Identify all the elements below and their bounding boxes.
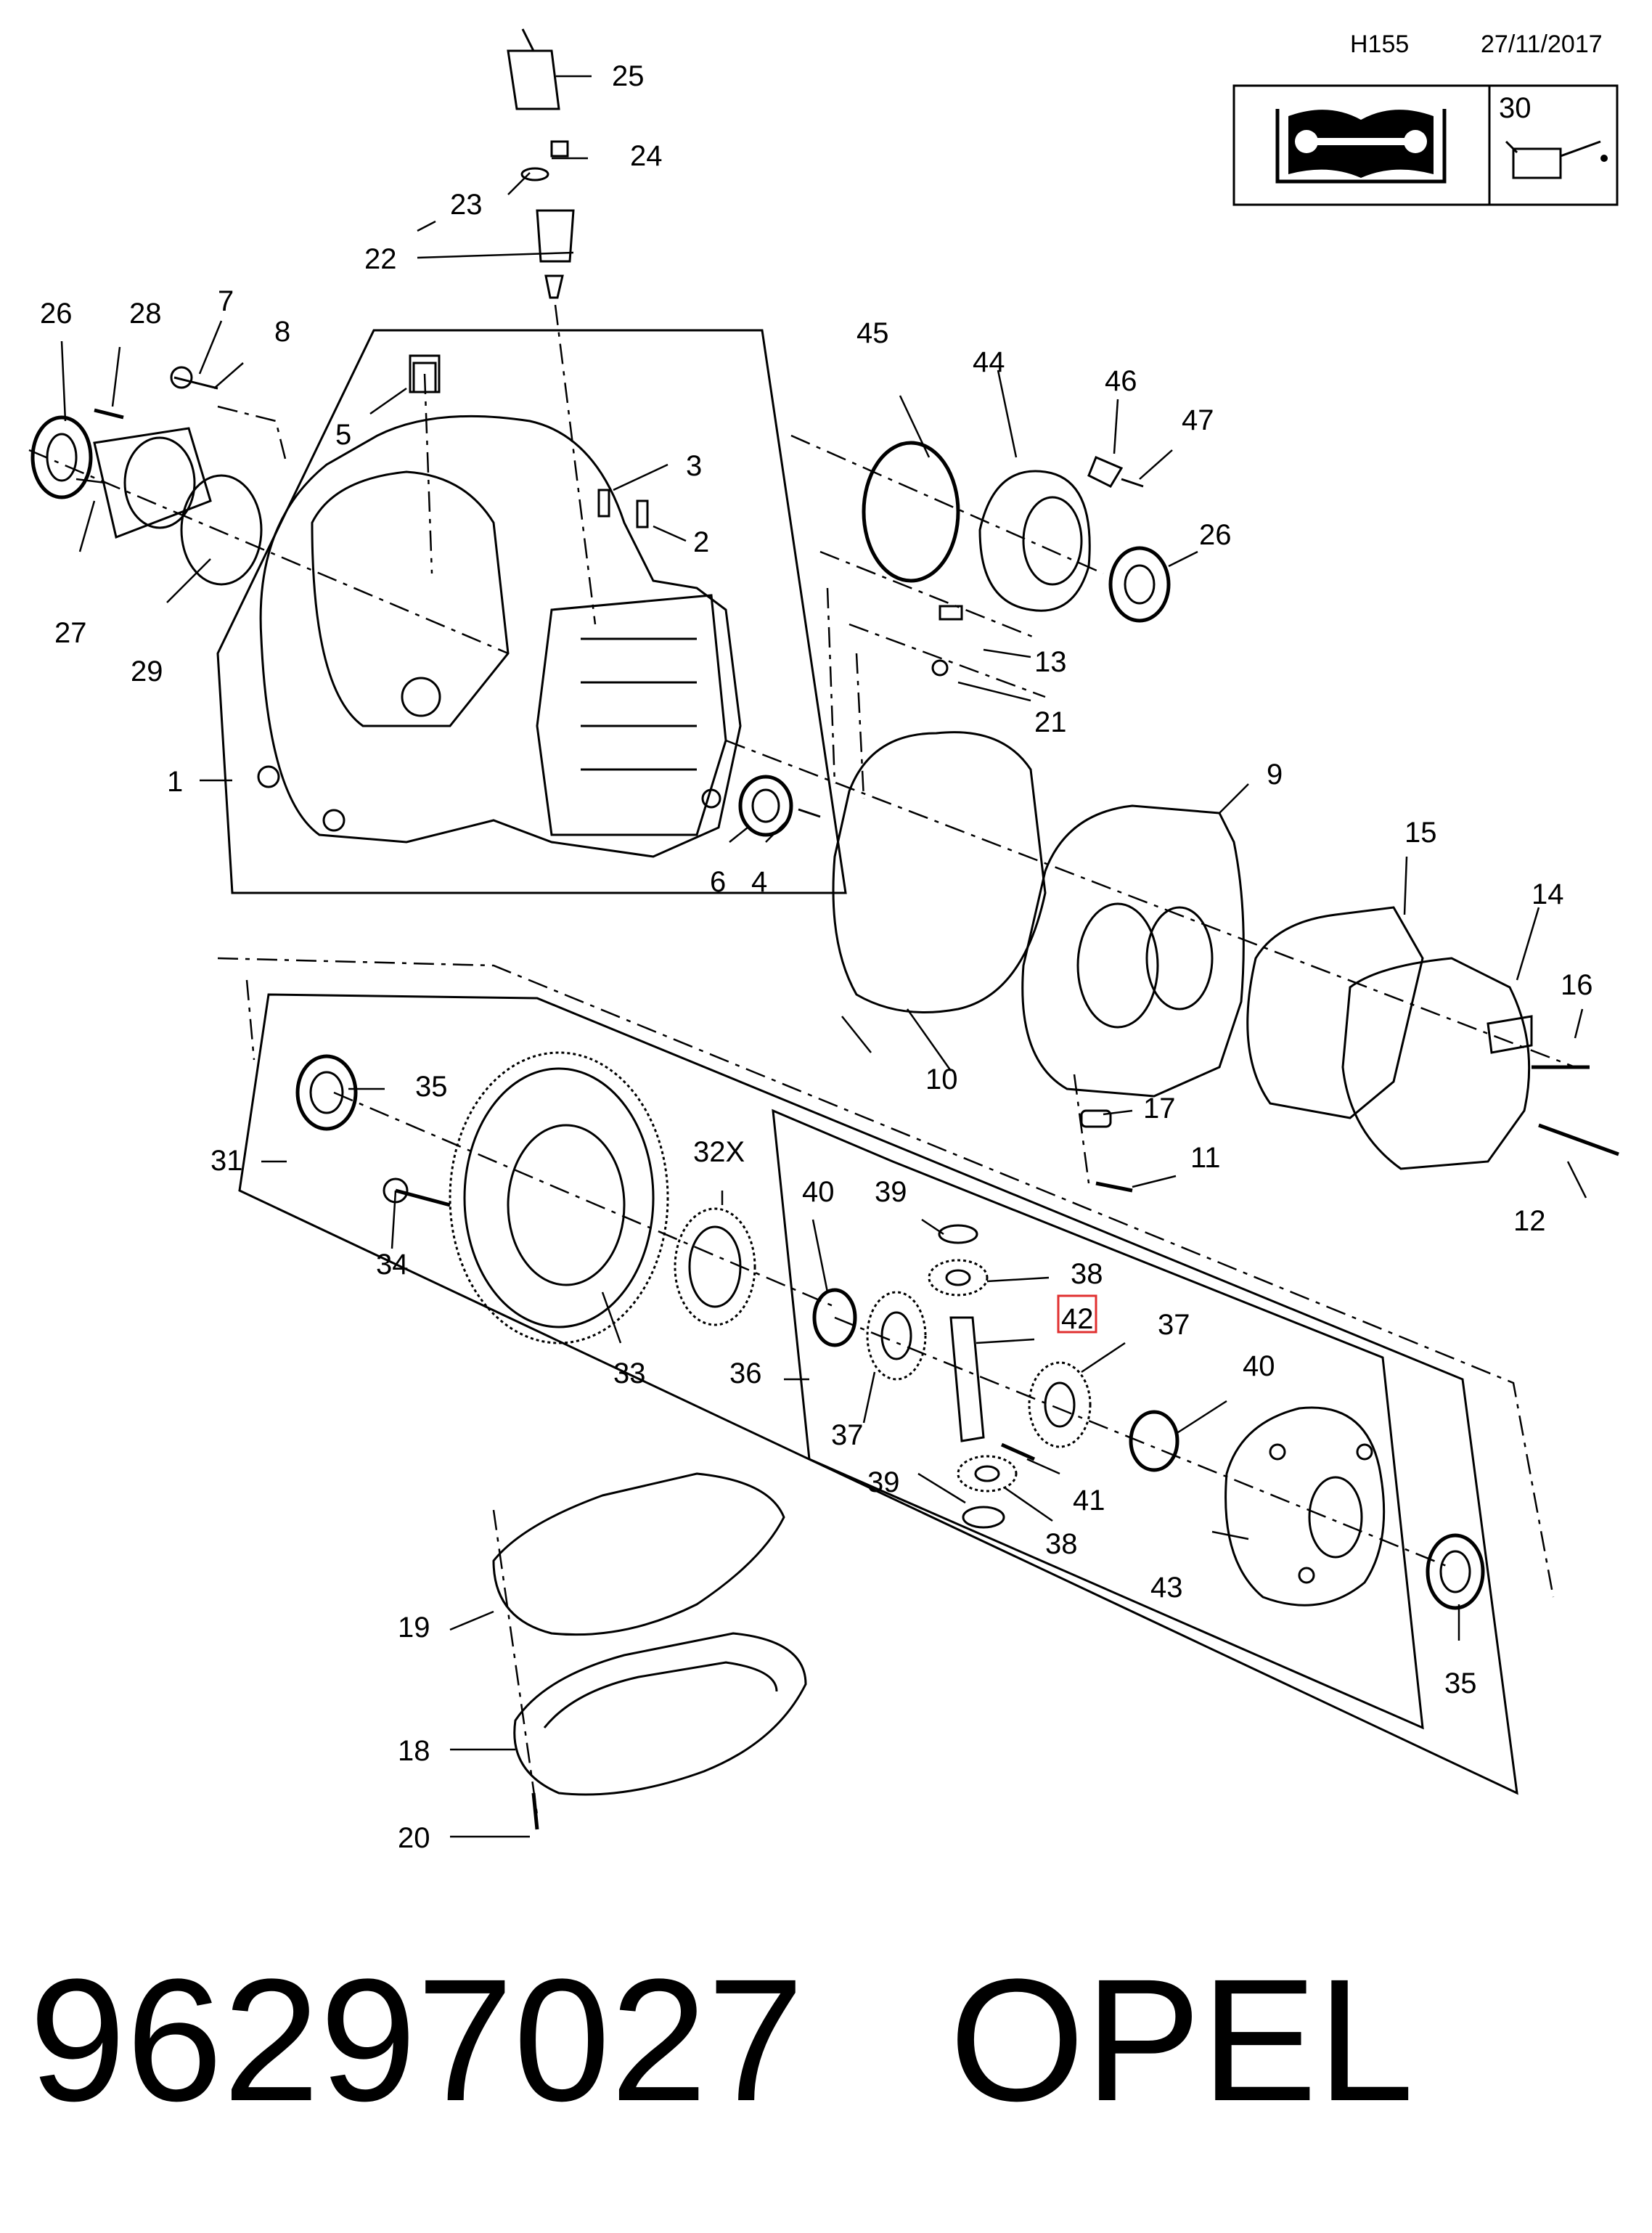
callout-29: 29 (131, 656, 163, 687)
gear-38-top (928, 1259, 989, 1297)
callout-35-left: 35 (415, 1071, 448, 1103)
callout-39-top: 39 (875, 1176, 907, 1208)
callout-9: 9 (1267, 759, 1283, 791)
callout-38-bottom: 38 (1045, 1528, 1078, 1560)
intermediate-case-9 (1021, 804, 1245, 1098)
diagram-date: 27/11/2017 (1481, 30, 1603, 58)
dowel-pin-3 (597, 489, 610, 518)
synchronizer-group (790, 434, 1171, 799)
callout-6: 6 (710, 866, 726, 898)
callout-2: 2 (693, 526, 709, 558)
callout-17: 17 (1143, 1093, 1176, 1124)
callout-33: 33 (613, 1358, 646, 1389)
callout-34: 34 (376, 1249, 409, 1281)
callout-42: 42 (1061, 1303, 1094, 1335)
bearing-6 (738, 775, 821, 837)
callout-45: 45 (856, 317, 889, 349)
differential-case-43 (1224, 1406, 1386, 1607)
callout-15: 15 (1404, 817, 1437, 849)
callout-40-left: 40 (802, 1176, 835, 1208)
manual-wrench-book-icon (1275, 109, 1447, 184)
callout-7: 7 (218, 285, 234, 317)
callout-28: 28 (129, 298, 162, 330)
left-flange-group (28, 354, 509, 655)
callout-10: 10 (925, 1064, 958, 1095)
callout-14: 14 (1532, 878, 1564, 910)
callout-35-right: 35 (1444, 1667, 1477, 1699)
callout-3: 3 (686, 450, 702, 482)
gasket-10 (832, 731, 1047, 1013)
callout-37-left: 37 (831, 1419, 864, 1451)
end-cover-14 (1341, 957, 1533, 1170)
callout-40-right: 40 (1243, 1350, 1275, 1382)
callout-39-bottom: 39 (867, 1466, 900, 1498)
transmission-housing (257, 362, 742, 858)
callout-1: 1 (167, 766, 183, 798)
callout-41: 41 (1073, 1485, 1105, 1516)
pin-shaft-42 (949, 1316, 985, 1442)
callout-36: 36 (729, 1358, 762, 1389)
callout-19: 19 (398, 1612, 430, 1644)
dowel-pin-2 (636, 499, 649, 528)
callout-12: 12 (1513, 1205, 1546, 1237)
callout-13: 13 (1034, 646, 1067, 678)
callout-31: 31 (210, 1145, 243, 1177)
callout-26-left: 26 (40, 298, 73, 330)
callout-16: 16 (1561, 969, 1593, 1001)
callout-26-right: 26 (1199, 519, 1232, 551)
bolt-34 (395, 1188, 451, 1207)
callout-23: 23 (450, 189, 483, 221)
gear-38-bottom (957, 1455, 1018, 1493)
reference-box: 30 (1232, 84, 1619, 206)
gasket-19 (492, 1472, 785, 1636)
gasket-15 (1246, 906, 1424, 1119)
callout-47: 47 (1182, 404, 1214, 436)
callout-22: 22 (364, 243, 397, 275)
pin-41 (1000, 1442, 1036, 1461)
differential-group-outline (217, 957, 1555, 1795)
callout-27: 27 (54, 617, 87, 649)
oil-can-icon (1505, 140, 1608, 179)
callout-21: 21 (1034, 706, 1067, 738)
callout-37-right: 37 (1158, 1309, 1190, 1341)
diagram-code: H155 (1350, 30, 1409, 58)
callout-46: 46 (1105, 365, 1137, 397)
seal-35-right (1426, 1533, 1485, 1610)
pinion-37-left (866, 1291, 927, 1381)
callout-11: 11 (1190, 1142, 1221, 1174)
leader-lines (60, 75, 1587, 1838)
washer-40-left (812, 1288, 857, 1347)
washer-39-top (938, 1224, 978, 1244)
callout-18: 18 (398, 1735, 430, 1767)
oil-ref-number: 30 (1499, 92, 1532, 124)
differential-internals-outline (772, 1109, 1424, 1730)
callout-24: 24 (630, 140, 663, 172)
callout-38-top: 38 (1071, 1258, 1103, 1290)
speed-sensor-stack (507, 28, 597, 625)
washer-40-right (1129, 1410, 1179, 1472)
callout-4: 4 (751, 866, 767, 898)
highlight-part-42 (1057, 1294, 1097, 1334)
callout-20: 20 (398, 1822, 430, 1854)
plug-17 (1080, 1109, 1112, 1128)
seal-35-left (295, 1054, 358, 1131)
pinion-37-right (1028, 1361, 1092, 1448)
bolt-11 (1095, 1181, 1133, 1193)
callout-25: 25 (612, 60, 645, 92)
washer-39-bottom (962, 1506, 1005, 1529)
callout-43: 43 (1150, 1572, 1183, 1604)
cover-18 (513, 1632, 807, 1796)
callout-44: 44 (973, 346, 1005, 378)
callout-32x: 32X (693, 1136, 745, 1168)
ring-gear-33 (449, 1051, 669, 1344)
bolt-12 (1538, 1123, 1619, 1156)
axis-line-main (725, 739, 1576, 1069)
callout-5: 5 (335, 419, 351, 451)
housing-group-outline (216, 329, 847, 894)
callout-8: 8 (274, 316, 290, 348)
brand-name: OPEL (949, 1943, 1415, 2137)
part-number: 96297027 (29, 1943, 804, 2137)
